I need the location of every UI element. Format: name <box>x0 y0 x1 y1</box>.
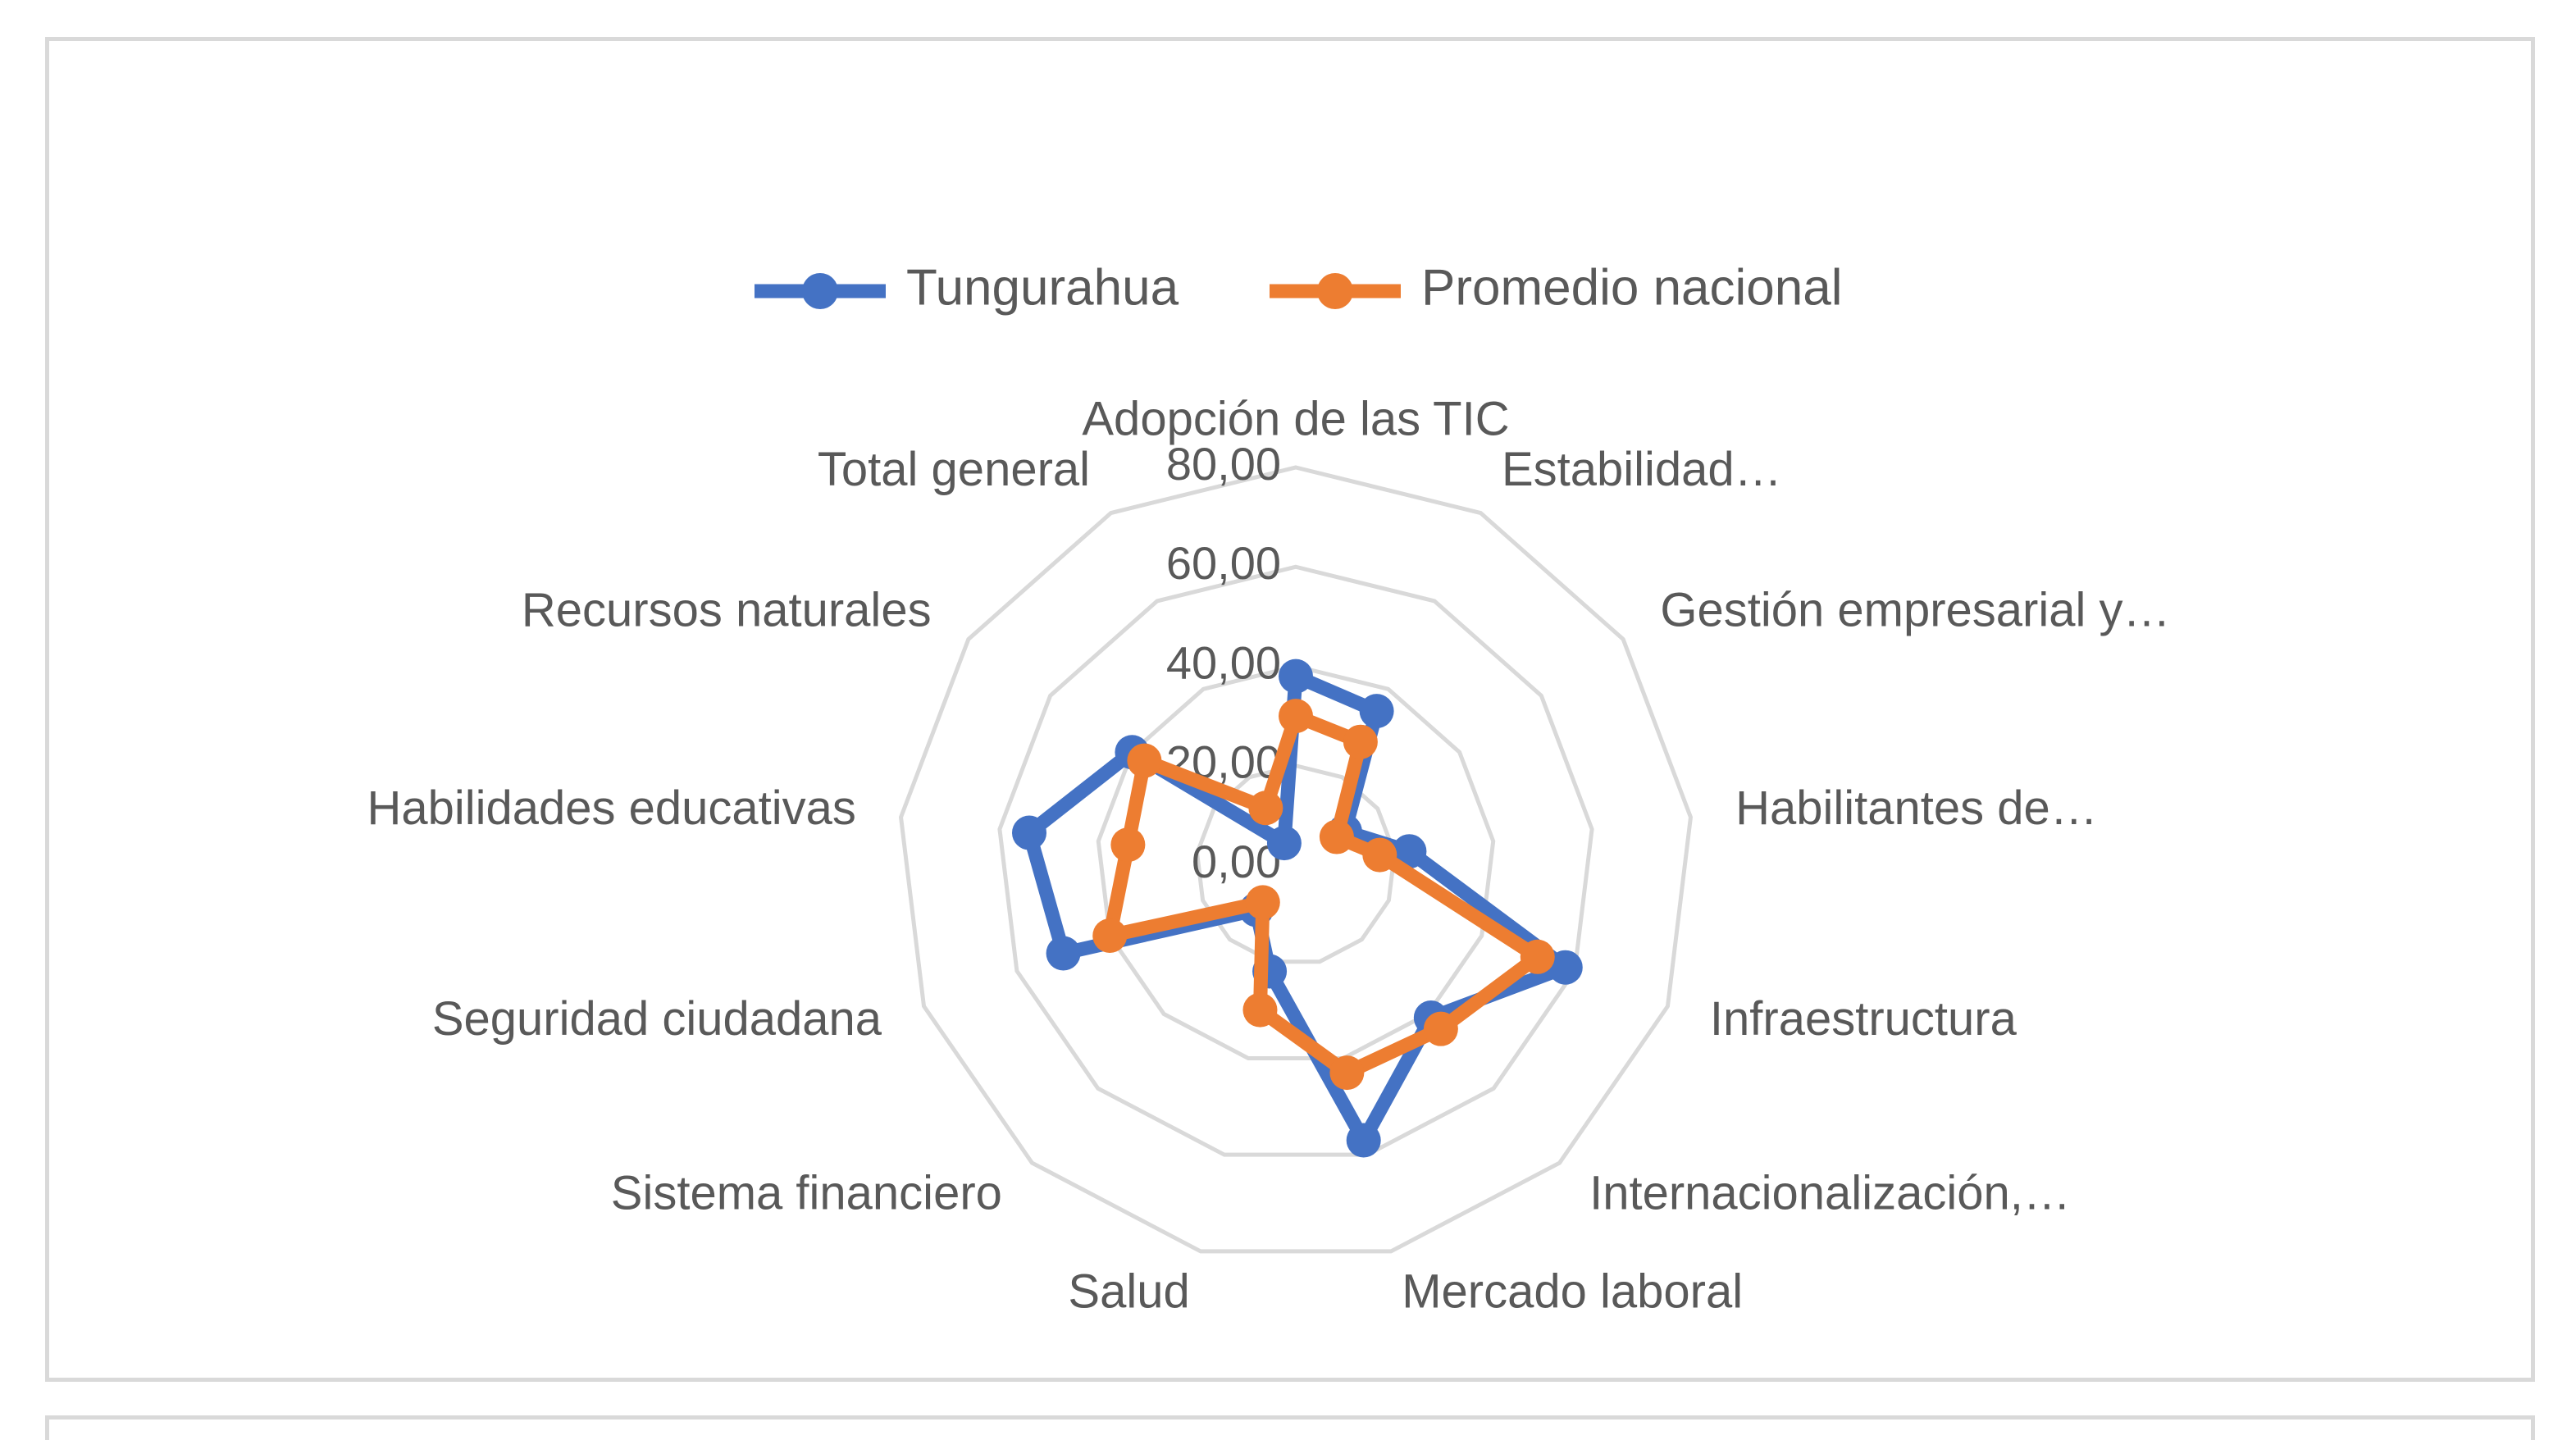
category-label: Mercado laboral <box>1402 1265 1743 1319</box>
radial-tick-label: 60,00 <box>1166 537 1281 589</box>
legend-item-promedio-nacional: Promedio nacional <box>1270 259 1843 316</box>
data-point <box>1266 826 1302 861</box>
radar-grid <box>898 465 1694 1254</box>
data-point <box>1329 1055 1365 1091</box>
legend: Tungurahua Promedio nacional <box>755 259 1843 316</box>
radar-series <box>1012 658 1583 1158</box>
data-point <box>1346 1123 1381 1158</box>
data-point <box>1092 918 1128 953</box>
data-point <box>1423 1011 1458 1046</box>
series-promedio-nacional <box>1092 699 1555 1091</box>
data-point <box>1242 992 1278 1028</box>
data-point <box>1245 885 1280 920</box>
category-label: Total general <box>818 443 1090 496</box>
legend-item-tungurahua: Tungurahua <box>755 259 1179 316</box>
data-point <box>1046 936 1081 971</box>
category-label: Salud <box>1068 1265 1189 1319</box>
data-point <box>1392 834 1427 869</box>
category-label: Internacionalización,… <box>1589 1167 2071 1220</box>
legend-label: Promedio nacional <box>1421 259 1843 316</box>
category-label: Infraestructura <box>1710 992 2017 1046</box>
data-point <box>1127 743 1162 778</box>
data-point <box>1520 939 1555 974</box>
category-label: Habilidades educativas <box>367 782 855 835</box>
grid-ring <box>997 564 1594 1157</box>
radial-tick-label: 80,00 <box>1166 438 1281 490</box>
data-point <box>1548 950 1583 985</box>
radial-tick-label: 40,00 <box>1166 636 1281 688</box>
data-point <box>1012 815 1047 850</box>
data-point <box>1248 791 1283 826</box>
legend-swatch-marker <box>1317 273 1353 309</box>
data-point <box>1319 819 1354 854</box>
grid-ring <box>898 465 1694 1254</box>
data-point <box>1343 724 1378 759</box>
legend-label: Tungurahua <box>906 259 1179 316</box>
category-label: Habilitantes de… <box>1735 782 2098 835</box>
legend-swatch-marker <box>802 273 838 309</box>
data-point <box>1362 837 1397 873</box>
category-label: Estabilidad… <box>1502 443 1782 496</box>
grid-ring <box>1195 763 1397 964</box>
data-point <box>1110 827 1146 863</box>
data-point <box>1279 658 1313 694</box>
data-point <box>1279 699 1313 734</box>
category-label: Sistema financiero <box>611 1167 1002 1220</box>
category-label: Adopción de las TIC <box>1082 392 1509 445</box>
category-label: Gestión empresarial y… <box>1660 584 2170 637</box>
radial-tick-label: 0,00 <box>1192 836 1281 887</box>
data-point <box>1359 694 1394 729</box>
category-label: Seguridad ciudadana <box>432 992 882 1046</box>
category-label: Recursos naturales <box>522 584 932 637</box>
